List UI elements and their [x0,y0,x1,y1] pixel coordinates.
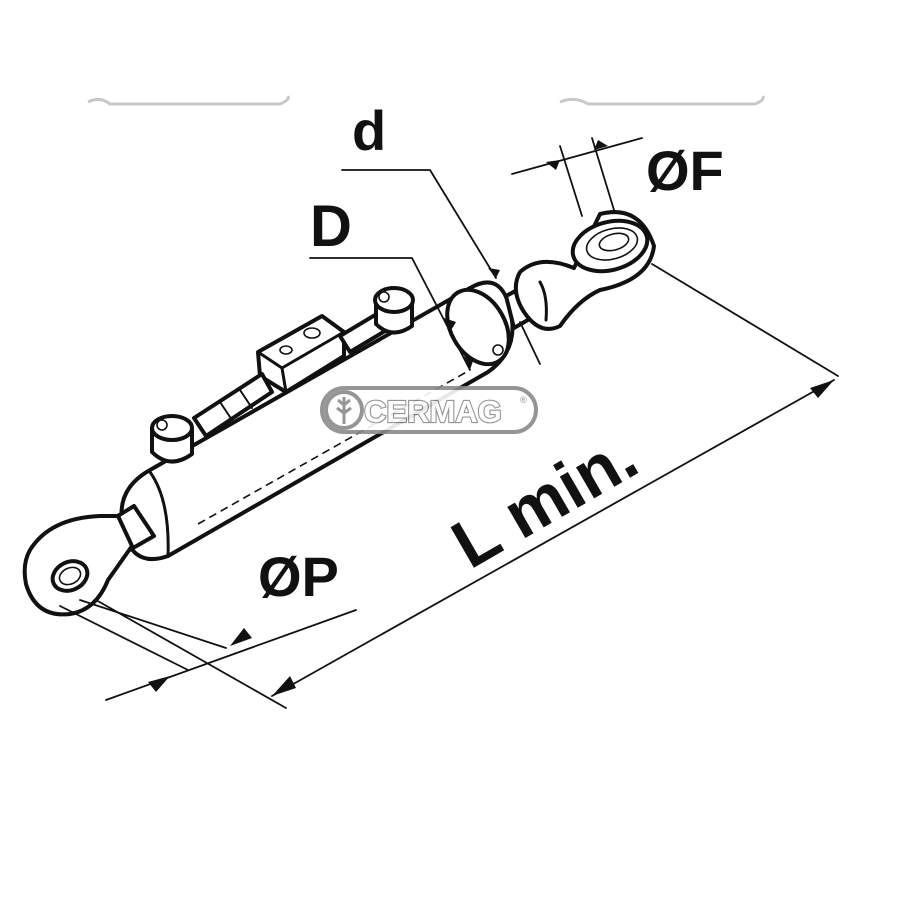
registered-mark: ® [520,395,527,405]
dimension-P [59,599,357,701]
valve-block [192,304,402,438]
label-P: ØP [258,545,339,608]
label-L: L min. [440,418,650,583]
dimension-L [95,263,839,709]
fitting-right [373,286,415,335]
dimension-F [511,137,643,217]
eye-end [22,514,134,617]
dimension-d [341,169,541,365]
watermark-text: CERMAG [364,394,502,429]
fitting-left [150,414,194,464]
cylinder-barrel [119,280,515,562]
cermag-watermark: CERMAG ® [320,386,538,434]
label-d: d [352,99,386,162]
ball-joint-end [513,210,656,331]
label-F: ØF [646,139,724,202]
scan-artifact [87,95,765,106]
dimension-D [309,257,474,371]
wheat-stalk-icon [336,397,352,424]
label-D: D [310,194,352,259]
